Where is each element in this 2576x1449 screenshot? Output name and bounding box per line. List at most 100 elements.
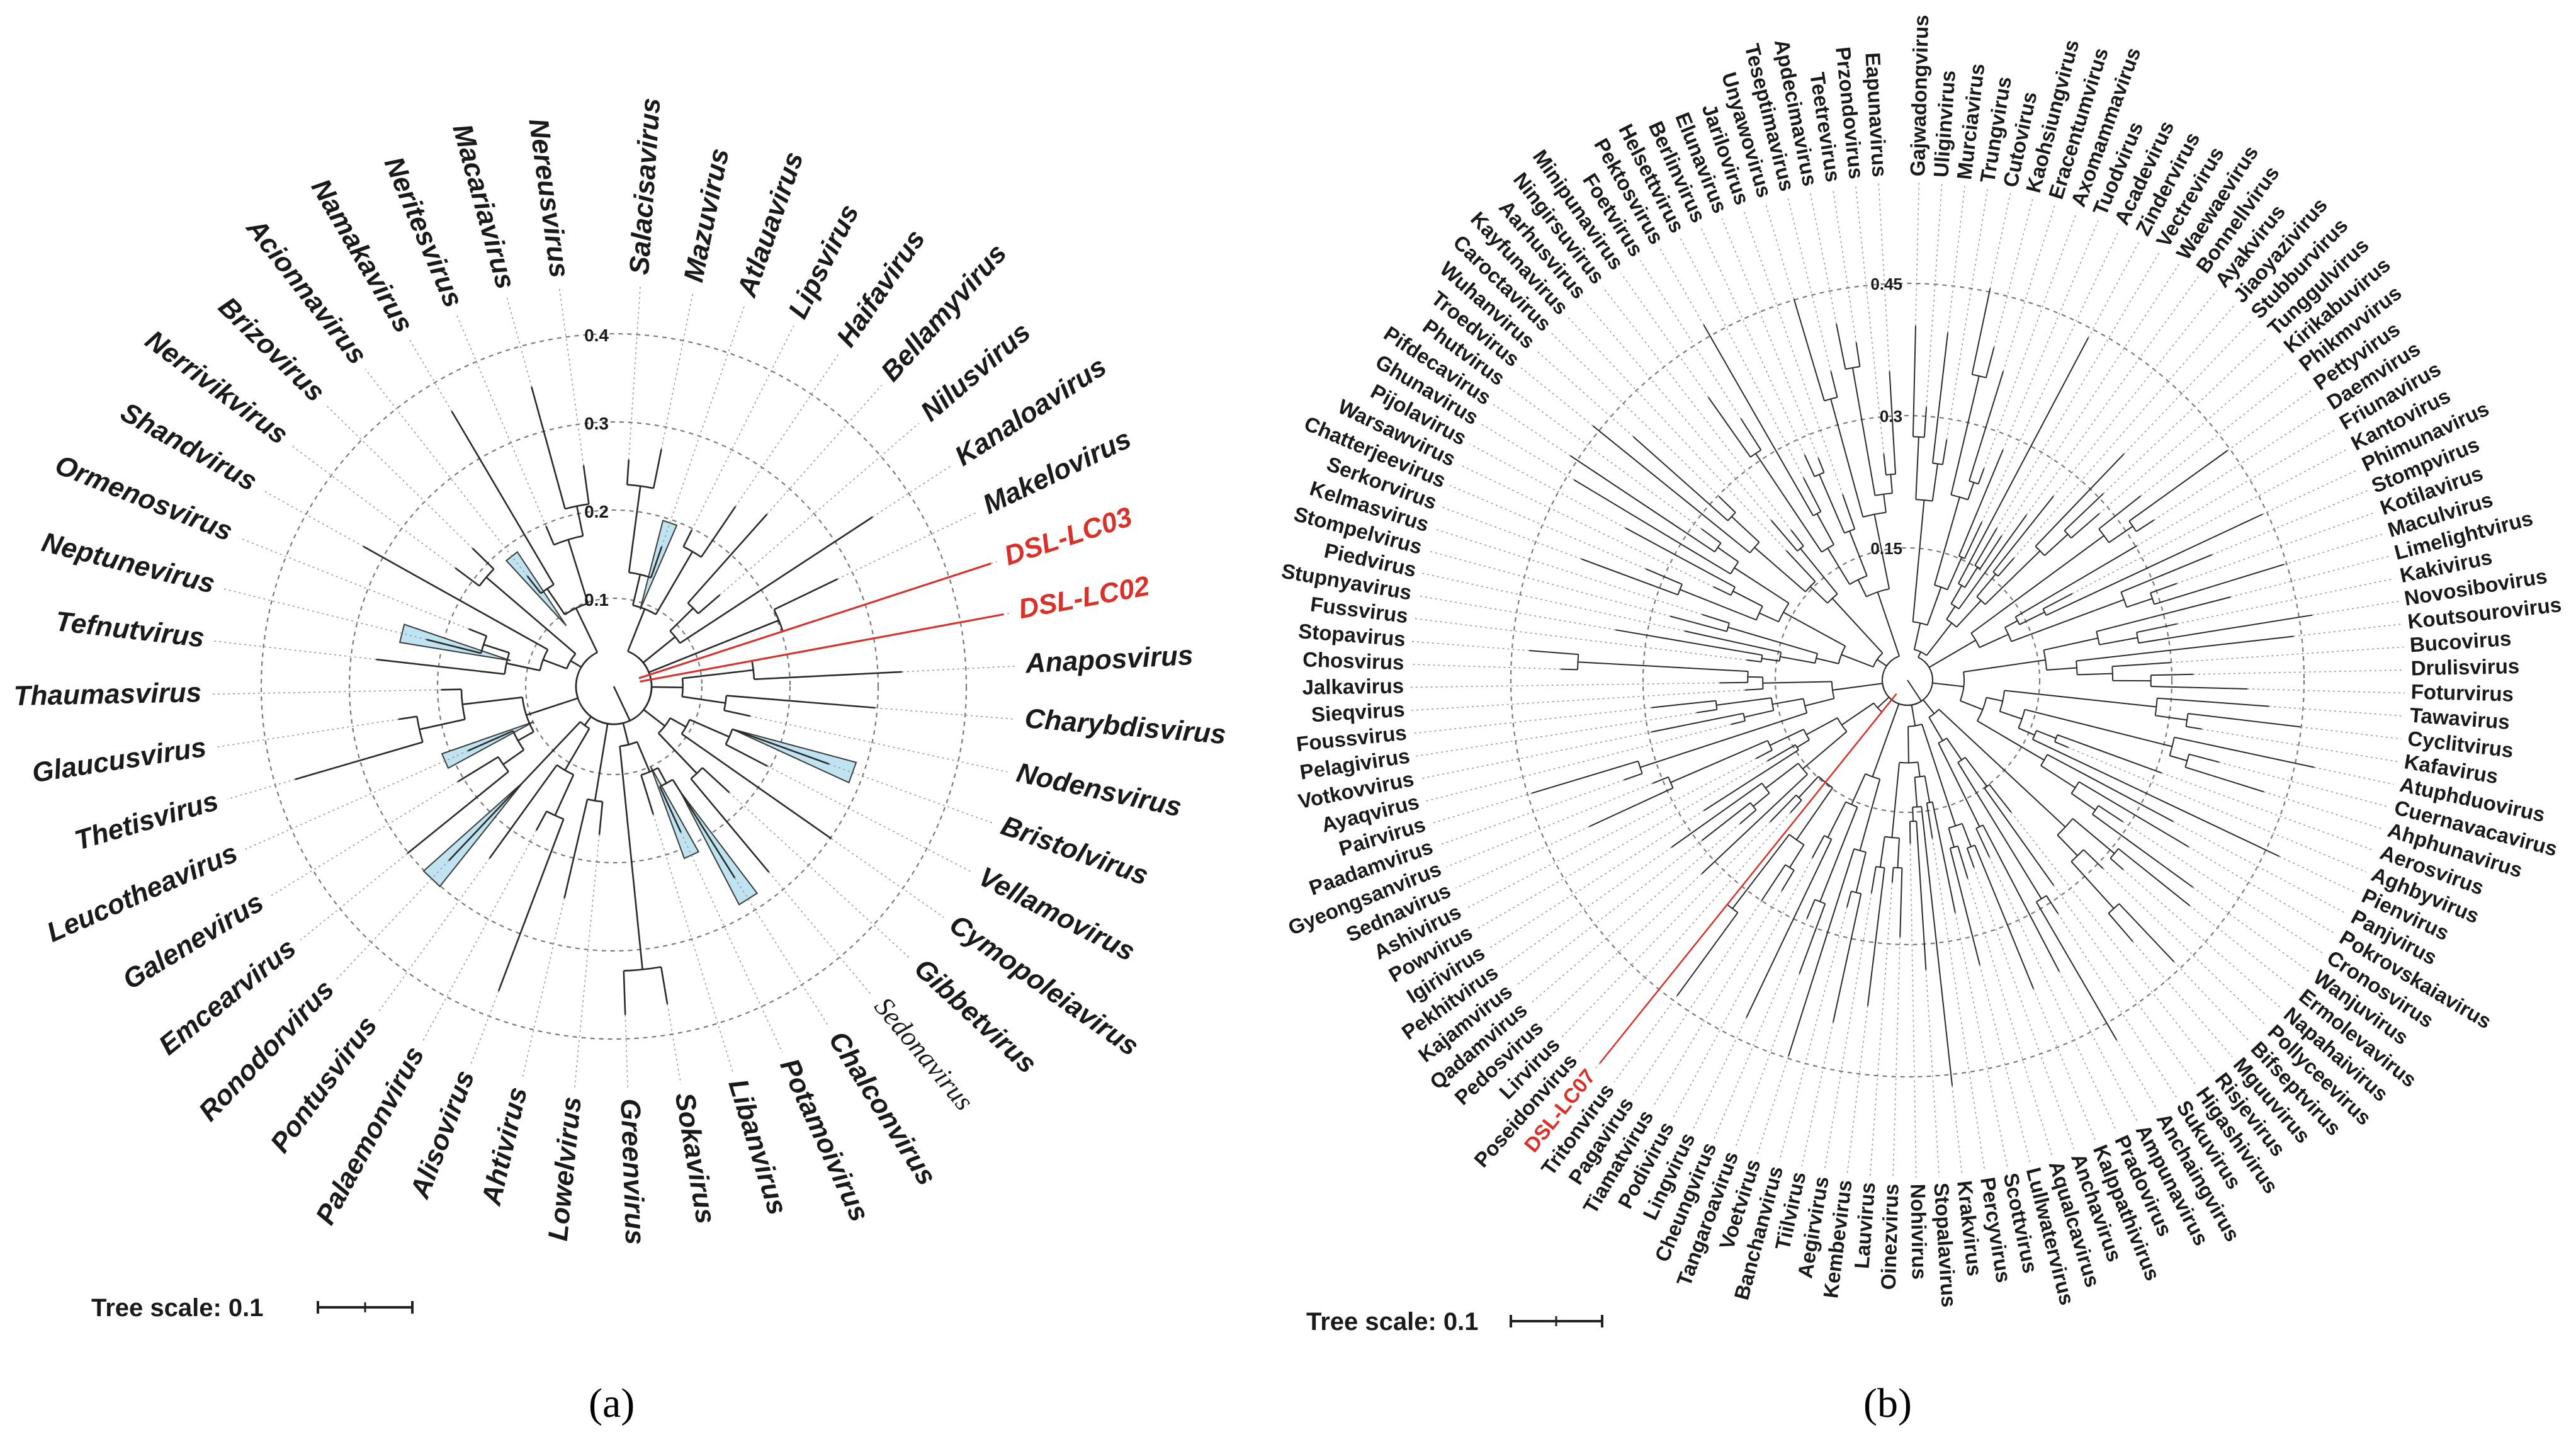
leaf-guide-line bbox=[2171, 646, 2404, 663]
tree-branch bbox=[2112, 662, 2171, 668]
tree-branch bbox=[1796, 739, 1810, 748]
leaf-guide-line bbox=[470, 991, 499, 1064]
distance-rings-a bbox=[260, 332, 968, 1040]
tree-branch-arc bbox=[1889, 671, 1934, 706]
leaf-guide-line bbox=[1441, 506, 1582, 560]
tree-branch bbox=[1918, 651, 1922, 658]
tree-branch-arc bbox=[687, 602, 699, 615]
tree-branch bbox=[531, 387, 566, 509]
tree-branch bbox=[295, 741, 423, 780]
tree-branch-arc bbox=[1972, 373, 1987, 378]
leaf-guide-line bbox=[1721, 218, 1819, 458]
tree-branch bbox=[1928, 717, 1943, 741]
leaf-label-ahtivirus: Ahtivirus bbox=[476, 1084, 533, 1209]
tree-branch bbox=[1701, 528, 1722, 544]
tree-branch bbox=[1589, 787, 1674, 827]
leaf-guide-line bbox=[1446, 783, 1653, 868]
tree-branch bbox=[2076, 635, 2294, 662]
tree-branch bbox=[1633, 436, 1729, 521]
tree-branch-arc bbox=[1884, 836, 1900, 839]
tree-branch bbox=[1818, 474, 1845, 533]
distance-ring bbox=[524, 597, 703, 776]
tree-branch bbox=[1889, 371, 1896, 474]
leaf-label-nohivirus: Nohivirus bbox=[1906, 1184, 1931, 1280]
tree-branch bbox=[1744, 710, 1774, 718]
tree-branch bbox=[1697, 708, 1717, 713]
tree-branch bbox=[485, 576, 577, 655]
leaf-guide-line bbox=[1735, 973, 1800, 1147]
tree-branch bbox=[1772, 698, 1804, 705]
leaf-guide-line bbox=[2103, 336, 2268, 494]
leaf-label-anaposvirus: Anaposvirus bbox=[1024, 640, 1194, 679]
tree-branch bbox=[1841, 654, 1873, 668]
tree-branch-arc bbox=[580, 651, 598, 668]
leaf-guide-line bbox=[1778, 907, 1848, 1161]
tree-branch-arc bbox=[1950, 845, 1958, 849]
leaf-label-tefnutvirus: Tefnutvirus bbox=[54, 606, 206, 654]
leaf-guide-line bbox=[2230, 555, 2390, 598]
tree-branch-arc bbox=[1805, 581, 1816, 593]
leaf-guide-line bbox=[831, 838, 944, 918]
tree-branch-arc bbox=[1726, 623, 1730, 632]
tree-branch bbox=[2004, 690, 2157, 708]
tree-branch-arc bbox=[1881, 674, 1915, 706]
tree-branch bbox=[1846, 891, 1852, 907]
highlighted-branch bbox=[1599, 693, 1897, 1064]
tree-branch bbox=[1926, 587, 1942, 626]
leaf-guide-line bbox=[2123, 320, 2252, 455]
leaf-guide-line bbox=[1529, 823, 1741, 1004]
leaf-guide-line bbox=[1996, 251, 2161, 529]
leaf-guide-line bbox=[2269, 705, 2404, 717]
leaf-guide-line bbox=[1488, 810, 1705, 949]
tree-branch bbox=[554, 774, 575, 816]
tree-branch bbox=[497, 819, 565, 992]
tree-branch-arc bbox=[1957, 756, 1966, 763]
leaf-label-greenvirus: Greenvirus bbox=[614, 1098, 650, 1246]
tree-branch-arc bbox=[566, 653, 577, 669]
leaf-guide-line bbox=[1952, 1086, 1963, 1175]
tree-branch bbox=[1685, 630, 1782, 653]
tree-branch bbox=[2092, 814, 2194, 888]
tree-branch bbox=[623, 970, 626, 1015]
tree-branch bbox=[1841, 702, 1875, 726]
tree-branch-arc bbox=[1959, 671, 1965, 702]
leaf-guide-line bbox=[1414, 618, 1747, 661]
tree-branch bbox=[483, 644, 510, 654]
leaf-guide-line bbox=[2026, 276, 2199, 516]
tree-branch bbox=[1780, 656, 1816, 664]
tree-branch-arc bbox=[1831, 681, 1835, 699]
tree-branch bbox=[535, 810, 548, 831]
tree-branch bbox=[1731, 720, 1746, 725]
leaf-label-sokavirus: Sokavirus bbox=[669, 1090, 721, 1226]
leaf-guide-line bbox=[1846, 1006, 1868, 1174]
tree-branch bbox=[2019, 611, 2045, 625]
leaf-guide-line bbox=[1692, 1017, 1747, 1130]
tree-branch bbox=[1745, 688, 1763, 691]
collapsed-clade bbox=[398, 623, 511, 661]
tree-branch bbox=[1958, 337, 2089, 584]
tree-branch-arc bbox=[1950, 603, 1960, 610]
tree-branch bbox=[2118, 903, 2174, 962]
tree-branch bbox=[2154, 564, 2285, 605]
tree-branch bbox=[1731, 516, 1760, 543]
tree-branch bbox=[1812, 835, 1825, 858]
tree-branches-a bbox=[295, 387, 1004, 1015]
leaf-guide-line bbox=[2123, 869, 2282, 1009]
tree-branch bbox=[1950, 375, 1980, 496]
tree-branch bbox=[543, 659, 567, 670]
tree-branch bbox=[672, 779, 736, 878]
leaf-guide-line bbox=[1832, 188, 1857, 343]
tree-branch bbox=[363, 545, 548, 651]
tree-branch bbox=[1718, 496, 1736, 513]
tree-branch bbox=[563, 798, 589, 899]
tree-branch bbox=[576, 506, 584, 537]
leaf-guide-line bbox=[213, 640, 376, 660]
leaf-label-glaucusvirus: Glaucusvirus bbox=[30, 732, 208, 789]
tree-branch bbox=[1734, 567, 1790, 604]
tree-branch bbox=[1948, 827, 1955, 848]
leaf-guide-line bbox=[735, 352, 840, 507]
tree-branch bbox=[1984, 550, 2041, 605]
tree-branch-arc bbox=[723, 695, 728, 711]
tree-branch bbox=[526, 575, 542, 594]
tree-branch bbox=[1867, 867, 1885, 1006]
